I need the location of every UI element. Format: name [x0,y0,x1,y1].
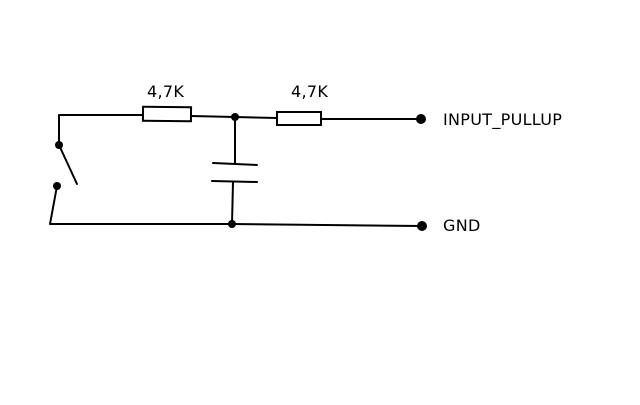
wire-switch-to-ground [49,185,423,227]
wire-r1-to-junction [190,115,236,118]
ground-terminal-label: GND [443,216,481,235]
capacitor-lead-bottom [231,181,234,225]
resistor-1-label: 4,7K [147,82,184,101]
switch-lever [58,144,78,185]
capacitor-plate-bottom [211,180,258,183]
resistor-1 [141,105,193,123]
resistor-2 [276,111,322,126]
ground-terminal [417,221,427,231]
resistor-2-label: 4,7K [291,82,328,101]
wire-switch-to-r1 [58,114,144,146]
input-terminal-label: INPUT_PULLUP [443,110,562,130]
input-terminal [416,114,426,124]
wire-junction-to-r2 [234,116,278,119]
capacitor-plate-top [212,162,258,166]
